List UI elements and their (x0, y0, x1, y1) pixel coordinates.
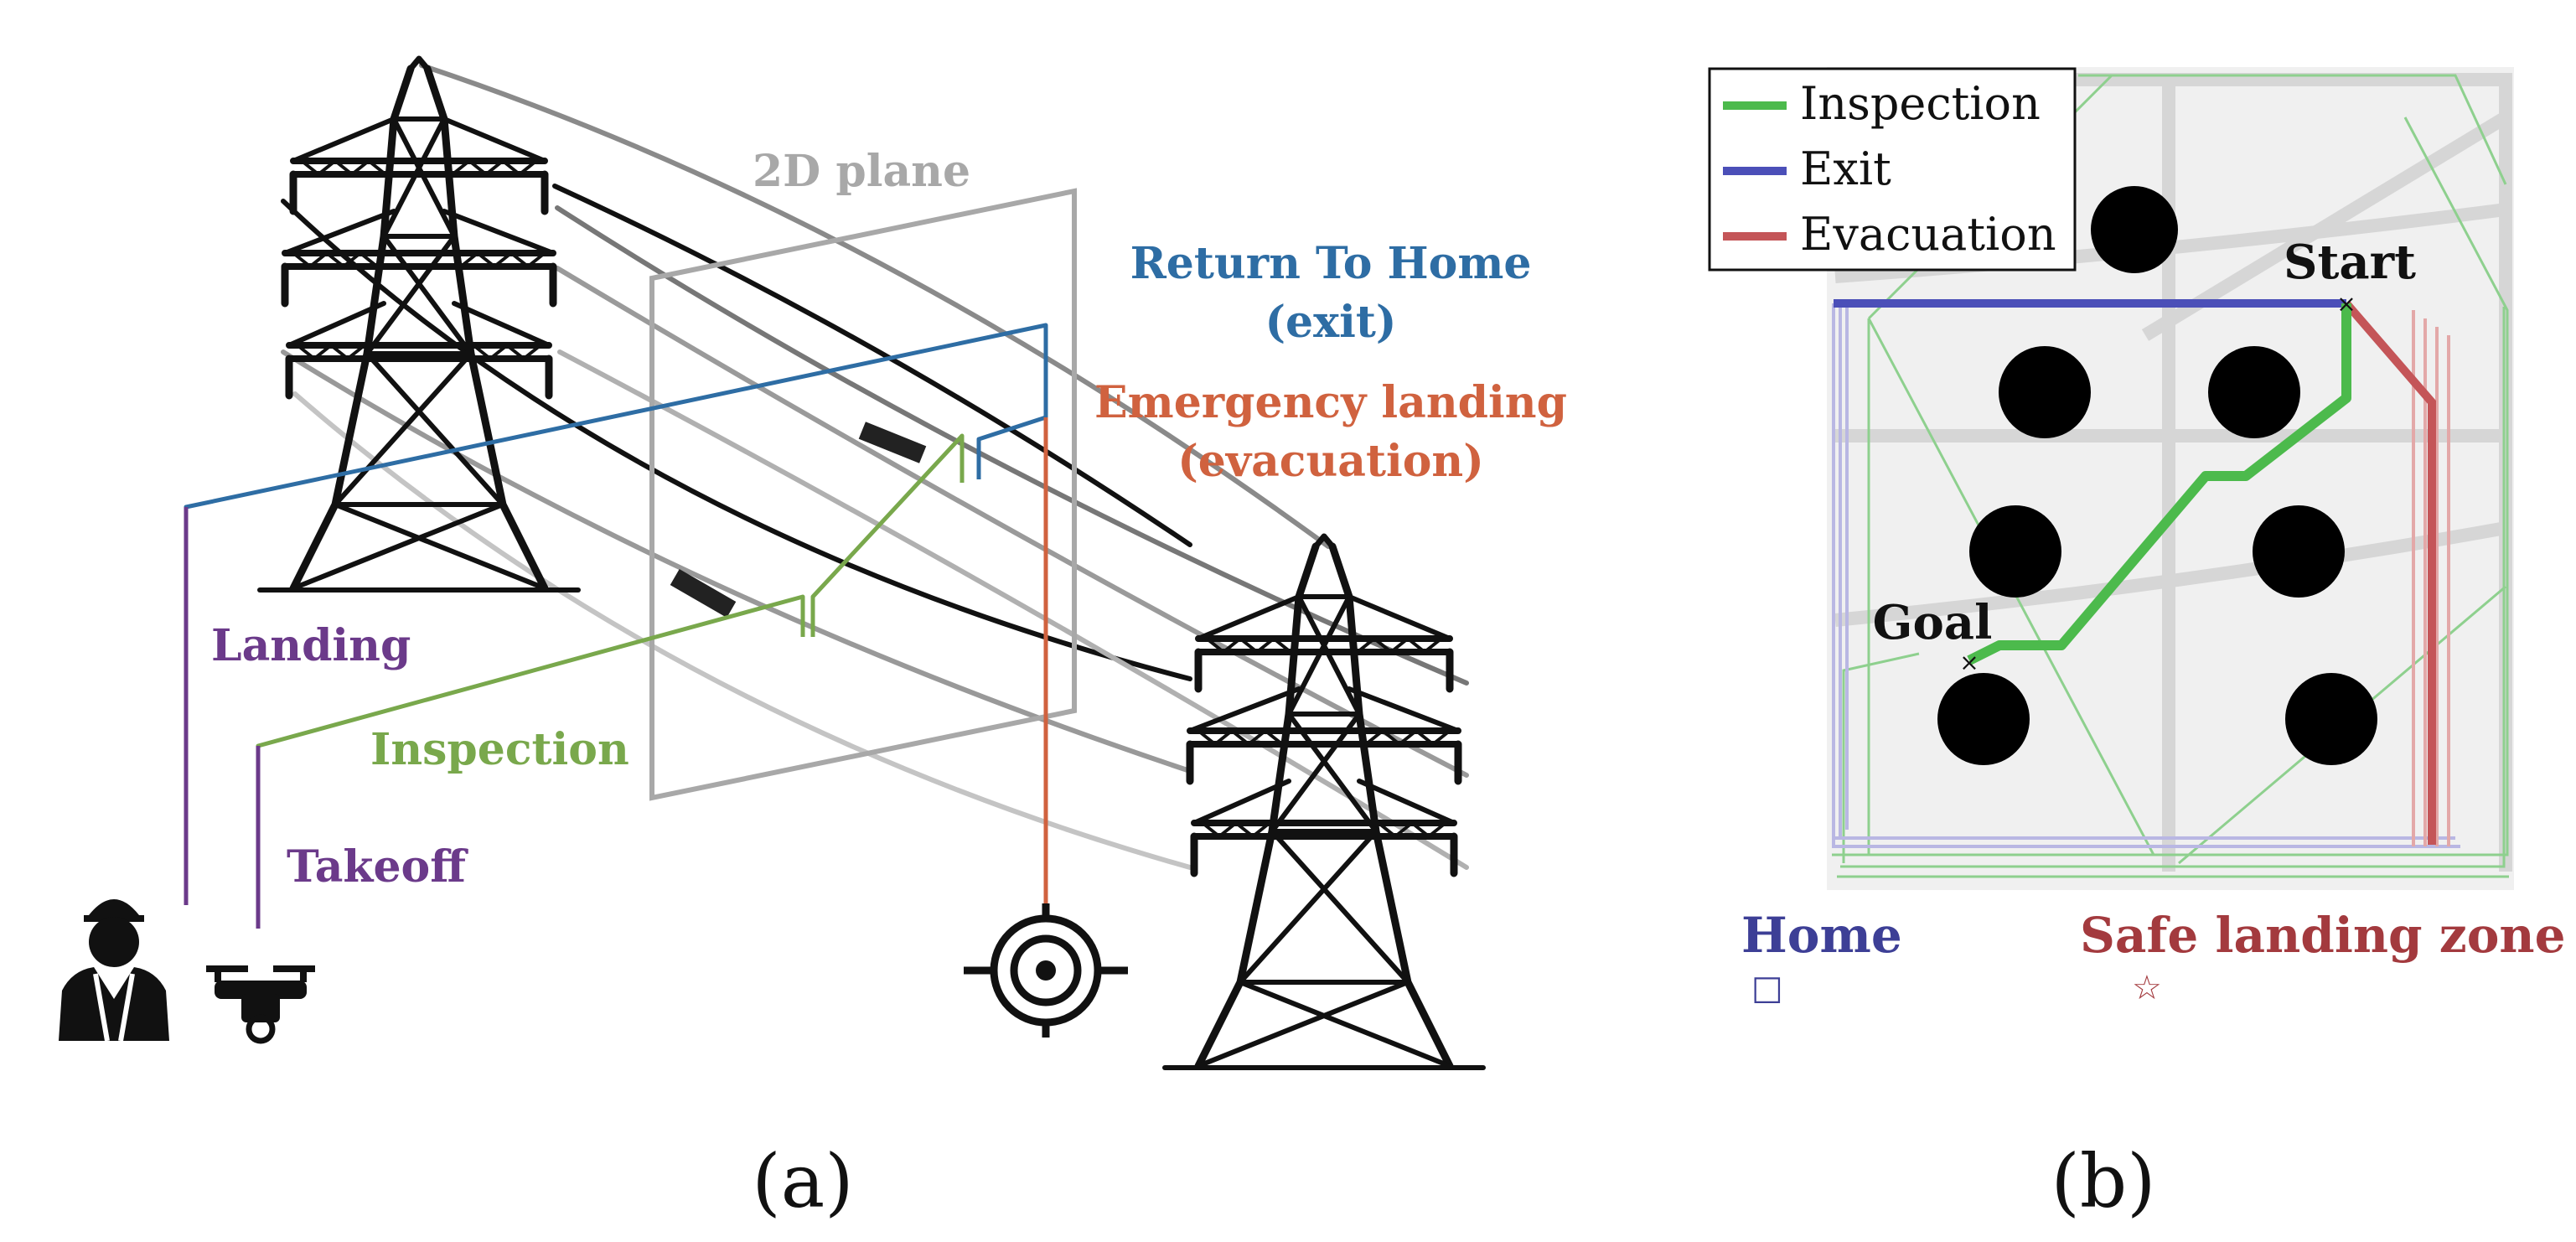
legend: Inspection Exit Evacuation (1708, 67, 2077, 272)
obstacle (2253, 505, 2345, 598)
trajectories (184, 323, 1048, 929)
legend-label-inspection: Inspection (1800, 77, 2041, 130)
emergency-label: Emergency landing (1094, 377, 1567, 428)
exit-variants (1832, 303, 2460, 848)
safe-zone-label: Safe landing zone (2080, 907, 2566, 964)
start-label: Start (2284, 235, 2416, 290)
evacuation-variants (2412, 310, 2450, 846)
worker-icon (59, 899, 169, 1042)
takeoff-label: Takeoff (287, 841, 468, 893)
panel-b: × × Start Goal Inspection Exit Evacuatio… (1708, 67, 2566, 1224)
rth-label: Return To Home (1130, 238, 1532, 289)
rth-sublabel: (exit) (1265, 297, 1396, 348)
drone-icon (206, 965, 315, 1044)
legend-label-exit: Exit (1800, 142, 1891, 195)
obstacle (1999, 346, 2091, 438)
obstacle (1969, 505, 2061, 598)
obstacles (1937, 186, 2377, 765)
target-icon (964, 903, 1128, 1038)
landing-takeoff-path (184, 507, 261, 929)
legend-label-evacuation: Evacuation (1800, 208, 2056, 261)
caption-a: (a) (752, 1138, 853, 1224)
obstacle (1937, 673, 2030, 765)
pylon-icon (1165, 536, 1483, 1068)
obstacle (2208, 346, 2300, 438)
evacuation-path (2343, 300, 2436, 845)
emergency-sublabel: (evacuation) (1177, 436, 1484, 487)
line-defect-marker (670, 568, 737, 618)
goal-label: Goal (1873, 595, 1993, 650)
obstacle (2091, 186, 2178, 273)
home-label: Home (1741, 907, 1902, 964)
pylon-icon (260, 59, 578, 590)
goal-marker: × (1959, 649, 1979, 676)
landing-label: Landing (211, 620, 411, 671)
safe-zone-marker: ☆ (2132, 969, 2162, 1007)
inspection-label: Inspection (370, 724, 629, 775)
panel-a: 2D plane Return To Home (exit) Emergency… (59, 59, 1567, 1224)
2d-plane (649, 188, 1077, 801)
inspection-path (1967, 303, 2351, 665)
plane-label: 2D plane (753, 146, 970, 197)
start-marker: × (2336, 290, 2356, 318)
obstacle (2285, 673, 2377, 765)
line-defect-marker (858, 422, 927, 463)
caption-b: (b) (2051, 1138, 2156, 1224)
home-marker: □ (1751, 969, 1783, 1007)
